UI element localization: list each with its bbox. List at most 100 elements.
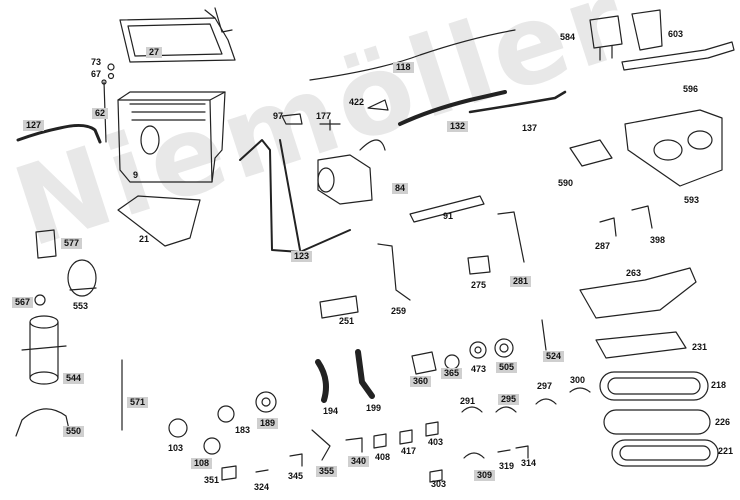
callout-281: 281 xyxy=(510,276,532,287)
callout-593: 593 xyxy=(684,195,700,205)
callout-183: 183 xyxy=(235,425,251,435)
callout-263: 263 xyxy=(626,268,642,278)
callout-123: 123 xyxy=(291,251,313,262)
callout-473: 473 xyxy=(471,364,487,374)
strap-132-part xyxy=(398,90,507,126)
callout-505: 505 xyxy=(496,362,518,373)
callout-295: 295 xyxy=(498,394,520,405)
callout-319: 319 xyxy=(499,461,515,471)
callout-355: 355 xyxy=(316,466,338,477)
plate-275-part xyxy=(467,255,491,275)
ground-strap-part xyxy=(16,123,102,144)
callout-365: 365 xyxy=(441,368,463,379)
callout-62: 62 xyxy=(92,108,109,119)
callout-287: 287 xyxy=(595,241,611,251)
callout-345: 345 xyxy=(288,471,304,481)
callout-303: 303 xyxy=(431,479,447,489)
callout-275: 275 xyxy=(471,280,487,290)
callout-137: 137 xyxy=(522,123,538,133)
callout-553: 553 xyxy=(73,301,89,311)
callout-324: 324 xyxy=(254,482,270,492)
sensor-524-part xyxy=(541,319,547,351)
grommet-365-part xyxy=(444,354,460,370)
grommet-108-part xyxy=(203,437,221,455)
nut-part xyxy=(107,72,115,80)
clip-340-part xyxy=(345,437,363,453)
clip-295-part xyxy=(495,406,517,413)
callout-571: 571 xyxy=(127,397,149,408)
callout-251: 251 xyxy=(339,316,355,326)
callout-550: 550 xyxy=(63,426,85,437)
grommet-473-part xyxy=(469,341,487,359)
callout-108: 108 xyxy=(191,458,213,469)
callout-567: 567 xyxy=(12,297,34,308)
bracket-259-part xyxy=(377,243,411,301)
cable-118-part xyxy=(309,29,516,81)
callout-360: 360 xyxy=(410,376,432,387)
bracket-281-part xyxy=(497,211,525,263)
battery-frame-part xyxy=(119,7,236,63)
clip-303-part xyxy=(429,469,443,483)
battery-mat-part xyxy=(117,195,201,247)
clip-314-part xyxy=(515,445,529,459)
grommet-103-part xyxy=(168,418,188,438)
callout-417: 417 xyxy=(401,446,417,456)
cap-567-part xyxy=(34,294,46,306)
bracket-398-part xyxy=(631,205,653,229)
grommet-505-part xyxy=(494,338,514,358)
callout-27: 27 xyxy=(146,47,163,58)
callout-91: 91 xyxy=(443,211,454,221)
terminal-422-part xyxy=(367,99,389,111)
washer-part xyxy=(107,63,115,71)
callout-132: 132 xyxy=(447,121,469,132)
starter-motor-part xyxy=(317,139,386,205)
relay-box-part xyxy=(589,15,623,61)
callout-177: 177 xyxy=(316,111,332,121)
clip-408-part xyxy=(373,433,387,449)
clip-297-part xyxy=(535,398,557,405)
callout-314: 314 xyxy=(521,458,537,468)
clip-309-part xyxy=(463,452,485,459)
callout-596: 596 xyxy=(683,84,699,94)
clip-291-part xyxy=(461,406,483,413)
callout-73: 73 xyxy=(91,57,102,67)
callout-118: 118 xyxy=(393,62,414,73)
callout-189: 189 xyxy=(257,418,279,429)
connector-577-part xyxy=(35,229,57,259)
callout-84: 84 xyxy=(392,183,409,194)
ignition-coil-part xyxy=(21,315,67,385)
plate-593-part xyxy=(624,109,723,187)
hose-199-part xyxy=(355,349,375,399)
grommet-189-part xyxy=(255,391,277,413)
callout-97: 97 xyxy=(273,111,284,121)
clip-319-part xyxy=(497,449,511,453)
connector-97-part xyxy=(281,113,303,125)
bracket-251-part xyxy=(319,295,359,319)
callout-231: 231 xyxy=(692,342,708,352)
cover-231-part xyxy=(595,331,687,359)
lens-218-part xyxy=(599,371,709,401)
grommet-183-part xyxy=(217,405,235,423)
clip-300-part xyxy=(569,387,591,393)
callout-544: 544 xyxy=(63,373,85,384)
bracket-603-part xyxy=(631,9,663,51)
clip-417-part xyxy=(399,429,413,445)
callout-297: 297 xyxy=(537,381,553,391)
bracket-355-part xyxy=(311,429,331,461)
clamp-550-part xyxy=(15,408,71,437)
tray-263-part xyxy=(579,267,697,319)
gasket-226-part xyxy=(603,409,711,435)
rail-596-part xyxy=(621,41,735,71)
callout-408: 408 xyxy=(375,452,391,462)
callout-67: 67 xyxy=(91,69,102,79)
callout-422: 422 xyxy=(349,97,365,107)
hose-194-part xyxy=(315,359,329,403)
lens-221-part xyxy=(611,439,719,467)
callout-590: 590 xyxy=(558,178,574,188)
callout-577: 577 xyxy=(61,238,83,249)
callout-226: 226 xyxy=(715,417,731,427)
cable-123-part xyxy=(239,139,351,253)
callout-309: 309 xyxy=(474,470,496,481)
